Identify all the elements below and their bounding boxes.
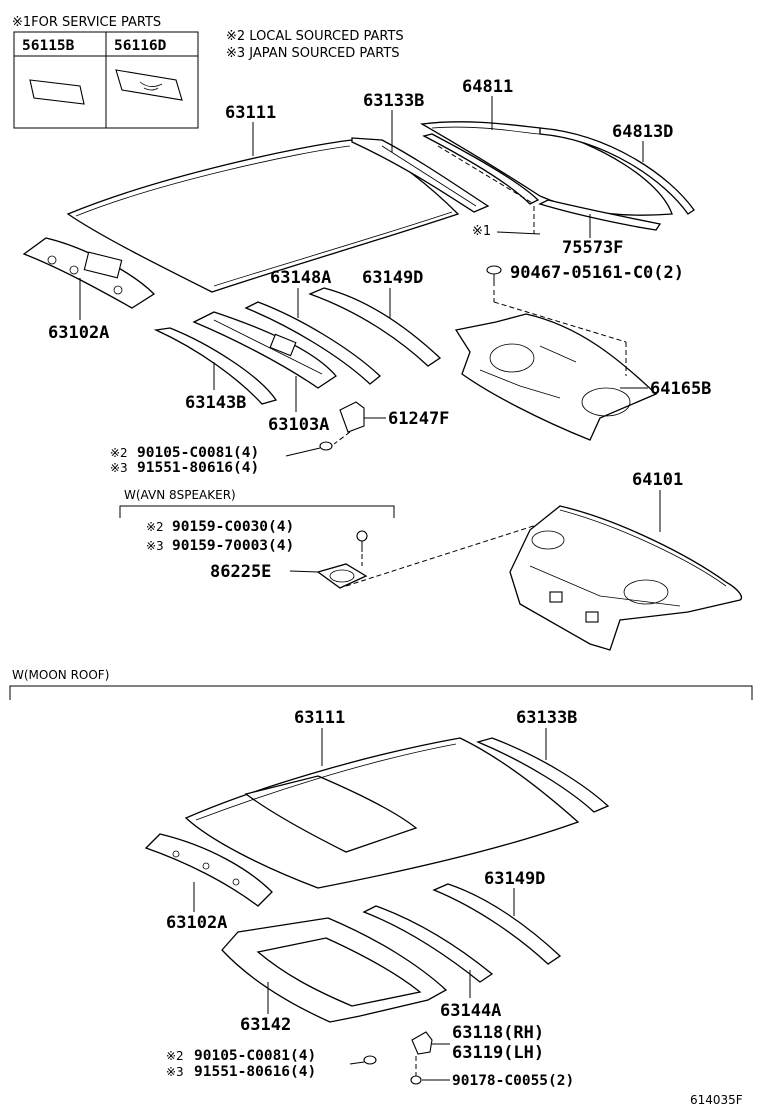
weatherstrip-64813d: [539, 127, 695, 215]
moonroof-bow-63149d: [432, 883, 562, 965]
service-parts-table: 56115B 56116D: [13, 31, 199, 129]
label-bolt-90105[interactable]: 90105-C0081(4): [137, 445, 259, 461]
label-64101[interactable]: 64101: [632, 470, 683, 490]
label-86225e[interactable]: 86225E: [210, 562, 271, 582]
screw-icon: [356, 530, 368, 552]
roof-bow-63149d: [308, 287, 442, 367]
moonroof-panel-63111: [184, 737, 580, 889]
label-75573f[interactable]: 75573F: [562, 238, 623, 258]
bolt2-mark: ※3: [110, 461, 128, 475]
rear-panel-64101: [509, 505, 743, 651]
roof-reinforcement-63103a: [192, 311, 337, 389]
speaker-86225e: [316, 563, 368, 589]
speaker-section-label: W(AVN 8SPEAKER): [124, 488, 236, 502]
back-glass-64811: [420, 121, 673, 216]
label-63148a[interactable]: 63148A: [270, 268, 331, 288]
label-mr-63102a[interactable]: 63102A: [166, 913, 227, 933]
clip-90178-icon: [410, 1075, 422, 1085]
label-61247f[interactable]: 61247F: [388, 409, 449, 429]
service-part-56116d[interactable]: 56116D: [114, 38, 167, 54]
label-63133b[interactable]: 63133B: [363, 91, 424, 111]
clip-90467: [486, 265, 502, 286]
mr-bolt1-mark: ※2: [166, 1049, 184, 1063]
label-screw-90159-c0030[interactable]: 90159-C0030(4): [172, 519, 294, 535]
label-mr-63118[interactable]: 63118(RH): [452, 1023, 544, 1043]
screw2-mark: ※3: [146, 539, 164, 553]
label-63149d[interactable]: 63149D: [362, 268, 423, 288]
label-mr-63111[interactable]: 63111: [294, 708, 345, 728]
label-64165b[interactable]: 64165B: [650, 379, 711, 399]
service-plate-right: [115, 69, 183, 101]
label-mr-bolt-90105[interactable]: 90105-C0081(4): [194, 1048, 316, 1064]
roof-panel-63111: [66, 139, 460, 293]
roof-rail-63133b: [351, 137, 490, 213]
diagram-code: 614035F: [690, 1093, 743, 1107]
label-screw-90159-70003[interactable]: 90159-70003(4): [172, 538, 294, 554]
label-mr-63142[interactable]: 63142: [240, 1015, 291, 1035]
service-part-56115b[interactable]: 56115B: [22, 38, 75, 54]
moonroof-rail-63133b: [476, 737, 610, 813]
moonroof-section-label: W(MOON ROOF): [12, 668, 109, 682]
nut-icon: [319, 441, 333, 451]
moonroof-header-63102a: [144, 833, 273, 907]
molding-left: [422, 133, 540, 205]
molding-75573f: [538, 199, 662, 231]
label-mr-63133b[interactable]: 63133B: [516, 708, 577, 728]
service-parts-note: ※1FOR SERVICE PARTS: [12, 15, 161, 30]
local-sourced-note: ※2 LOCAL SOURCED PARTS: [226, 29, 404, 44]
roof-bow-63143b: [153, 327, 278, 405]
label-mr-63149d[interactable]: 63149D: [484, 869, 545, 889]
bolt1-mark: ※2: [110, 446, 128, 460]
roof-bow-63148a: [244, 301, 381, 385]
label-63103a[interactable]: 63103A: [268, 415, 329, 435]
bracket-61247f: [339, 401, 365, 433]
japan-sourced-note: ※3 JAPAN SOURCED PARTS: [226, 46, 400, 61]
service-plate-left: [29, 79, 85, 105]
mr-bolt2-mark: ※3: [166, 1065, 184, 1079]
label-64813d[interactable]: 64813D: [612, 122, 673, 142]
screw1-mark: ※2: [146, 520, 164, 534]
label-90467[interactable]: 90467-05161-C0(2): [510, 263, 684, 283]
label-mr-90178[interactable]: 90178-C0055(2): [452, 1073, 574, 1089]
sunroof-frame-63142: [221, 917, 448, 1023]
moonroof-bow-63144a: [362, 905, 494, 983]
label-63143b[interactable]: 63143B: [185, 393, 246, 413]
label-mr-63144a[interactable]: 63144A: [440, 1001, 501, 1021]
bracket-63118-icon: [411, 1031, 433, 1055]
mr-nut-icon: [363, 1055, 377, 1065]
package-tray-64165b: [454, 313, 658, 441]
note-mark-1: ※1: [472, 224, 491, 239]
label-63111[interactable]: 63111: [225, 103, 276, 123]
label-mr-63119[interactable]: 63119(LH): [452, 1043, 544, 1063]
label-64811[interactable]: 64811: [462, 77, 513, 97]
label-bolt-91551[interactable]: 91551-80616(4): [137, 460, 259, 476]
label-mr-bolt-91551[interactable]: 91551-80616(4): [194, 1064, 316, 1080]
label-63102a[interactable]: 63102A: [48, 323, 109, 343]
front-header-63102a: [22, 237, 156, 309]
